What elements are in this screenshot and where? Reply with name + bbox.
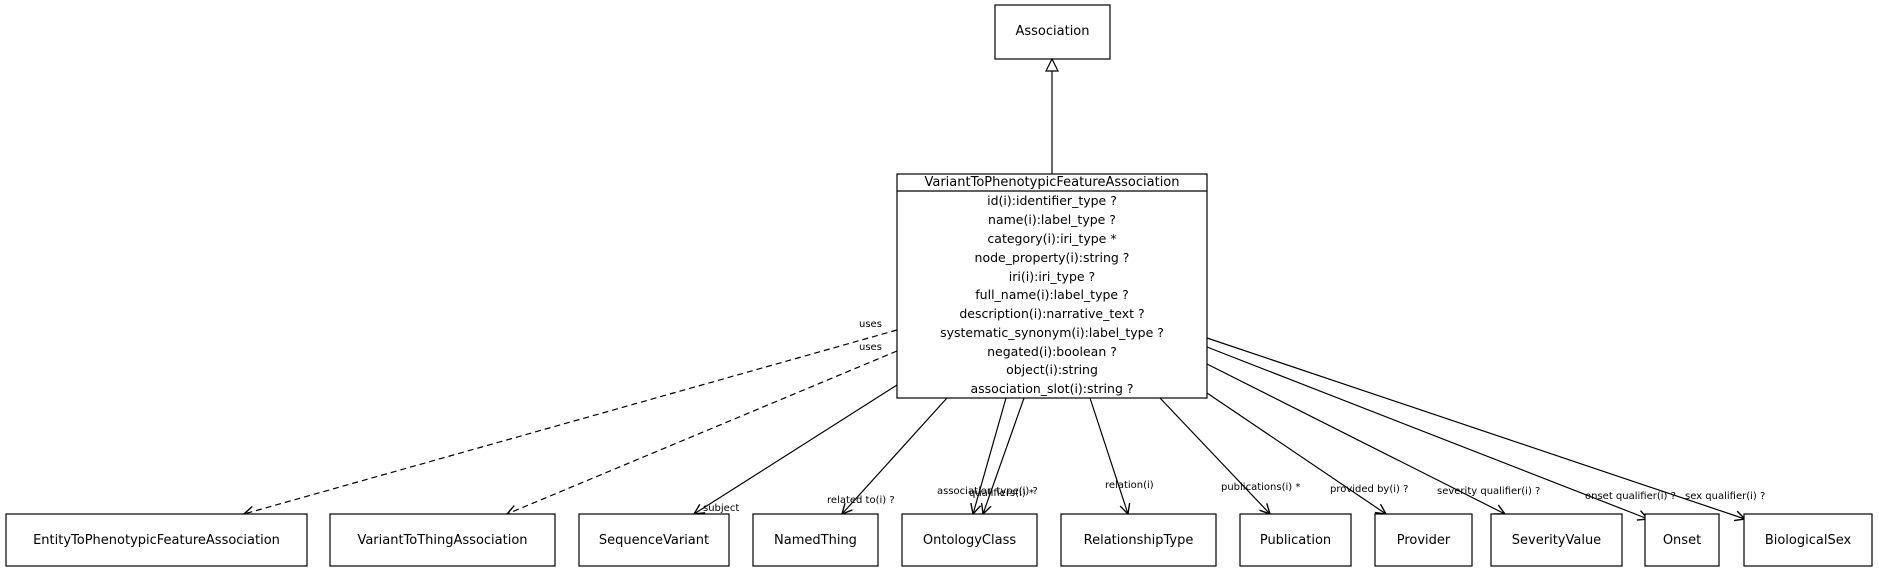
target-class-onset[interactable]: Onset — [1644, 513, 1720, 567]
target-class-label: BiologicalSex — [1765, 533, 1852, 548]
edge-severity-qualifier — [1206, 363, 1505, 514]
main-class-slots: id(i):identifier_type ? name(i):label_ty… — [940, 193, 1164, 396]
edge-label-subject: subject — [703, 503, 739, 514]
target-class-label: Provider — [1397, 533, 1451, 548]
edge-publications — [1159, 397, 1270, 514]
edge-label-association-type: association type(i) ? — [937, 486, 1038, 497]
target-class-label: Onset — [1663, 533, 1701, 548]
edge-association-type — [973, 397, 1007, 514]
slot-description: description(i):narrative_text ? — [959, 306, 1144, 321]
edge-label-publications: publications(i) * — [1221, 482, 1300, 493]
main-class-box[interactable]: VariantToPhenotypicFeatureAssociation id… — [896, 173, 1208, 399]
edge-subject — [694, 384, 898, 514]
edge-uses-variant-to-thing — [507, 350, 898, 514]
slot-object: object(i):string — [1006, 362, 1098, 377]
slot-full-name: full_name(i):label_type ? — [975, 287, 1128, 302]
target-class-label: SeverityValue — [1512, 533, 1601, 548]
target-class-label: Publication — [1260, 533, 1331, 548]
target-class-label: OntologyClass — [923, 533, 1016, 548]
target-class-variant-to-thing-association[interactable]: VariantToThingAssociation — [329, 513, 556, 567]
slot-negated: negated(i):boolean ? — [987, 344, 1117, 359]
parent-class-association[interactable]: Association — [994, 4, 1111, 60]
edge-label-onset-qualifier: onset qualifier(i) ? — [1585, 491, 1676, 502]
edge-uses-entity-to-phenotypic — [244, 329, 898, 514]
target-class-publication[interactable]: Publication — [1239, 513, 1352, 567]
association-edges — [244, 329, 1745, 519]
edge-label-uses-1: uses — [859, 319, 882, 330]
target-class-label: SequenceVariant — [599, 533, 709, 548]
target-class-relationship-type[interactable]: RelationshipType — [1060, 513, 1217, 567]
edge-label-relation: relation(i) — [1105, 480, 1154, 491]
target-class-label: NamedThing — [774, 533, 857, 548]
edge-labels: uses uses subject related to(i) ? associ… — [703, 319, 1765, 514]
edge-label-severity-qualifier: severity qualifier(i) ? — [1437, 486, 1540, 497]
slot-id: id(i):identifier_type ? — [987, 193, 1117, 208]
edge-onset-qualifier — [1206, 346, 1648, 519]
edge-sex-qualifier — [1206, 337, 1745, 519]
target-class-provider[interactable]: Provider — [1374, 513, 1473, 567]
edge-label-related-to: related to(i) ? — [827, 495, 895, 506]
slot-iri: iri(i):iri_type ? — [1009, 269, 1095, 284]
edge-related-to — [842, 397, 948, 514]
target-class-entity-to-phenotypic-feature-association[interactable]: EntityToPhenotypicFeatureAssociation — [5, 513, 308, 567]
target-class-label: RelationshipType — [1084, 533, 1194, 548]
target-class-label: VariantToThingAssociation — [357, 533, 527, 548]
target-class-severity-value[interactable]: SeverityValue — [1490, 513, 1623, 567]
target-class-named-thing[interactable]: NamedThing — [752, 513, 879, 567]
slot-name: name(i):label_type ? — [988, 212, 1116, 227]
target-class-sequence-variant[interactable]: SequenceVariant — [578, 513, 730, 567]
slot-category: category(i):iri_type * — [987, 231, 1116, 246]
parent-class-label: Association — [1015, 24, 1089, 39]
target-class-ontology-class[interactable]: OntologyClass — [901, 513, 1038, 567]
edge-qualifiers — [983, 397, 1025, 514]
main-class-title: VariantToPhenotypicFeatureAssociation — [924, 175, 1179, 190]
slot-association-slot: association_slot(i):string ? — [971, 381, 1134, 396]
edge-label-qualifiers: qualifiers(i) * — [969, 488, 1034, 499]
edge-label-uses-2: uses — [859, 342, 882, 353]
edge-label-sex-qualifier: sex qualifier(i) ? — [1685, 491, 1765, 502]
edge-provided-by — [1206, 392, 1386, 514]
slot-systematic-synonym: systematic_synonym(i):label_type ? — [940, 325, 1164, 340]
edge-relation — [1089, 397, 1128, 514]
target-class-biological-sex[interactable]: BiologicalSex — [1743, 513, 1873, 567]
edge-label-provided-by: provided by(i) ? — [1330, 484, 1408, 495]
target-class-label: EntityToPhenotypicFeatureAssociation — [33, 533, 280, 548]
slot-node-property: node_property(i):string ? — [975, 250, 1130, 265]
